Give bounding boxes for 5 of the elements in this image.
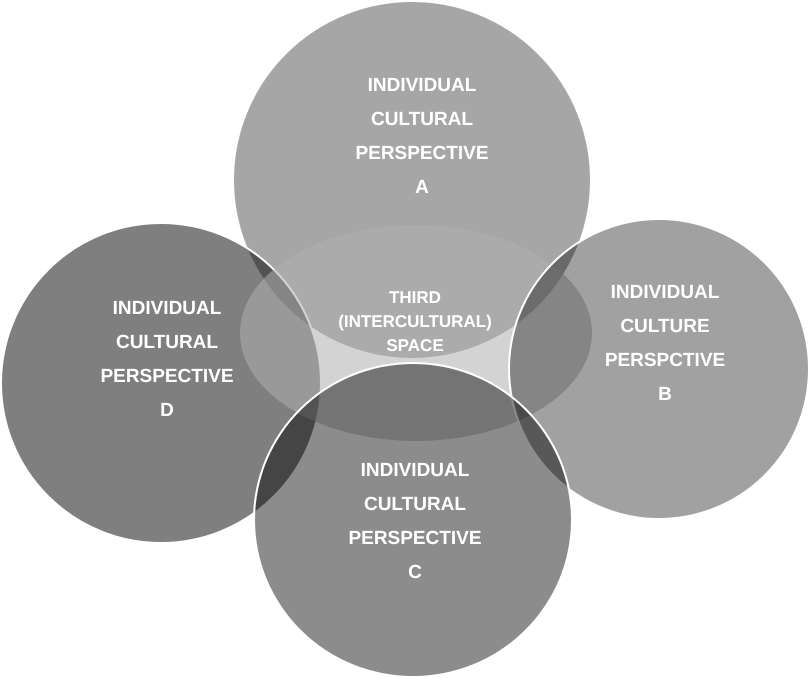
circle-label: INDIVIDUAL CULTURAL PERSPECTIVE C bbox=[348, 459, 482, 585]
circle-label: INDIVIDUAL CULTURAL PERSPECTIVE D bbox=[100, 297, 234, 423]
circle-label: THIRD (INTERCULTURAL) SPACE bbox=[337, 287, 493, 357]
circle-label: INDIVIDUAL CULTURAL PERSPECTIVE A bbox=[354, 74, 490, 200]
circle-label: INDIVIDUAL CULTURE PERSPCTIVE B bbox=[604, 281, 726, 407]
